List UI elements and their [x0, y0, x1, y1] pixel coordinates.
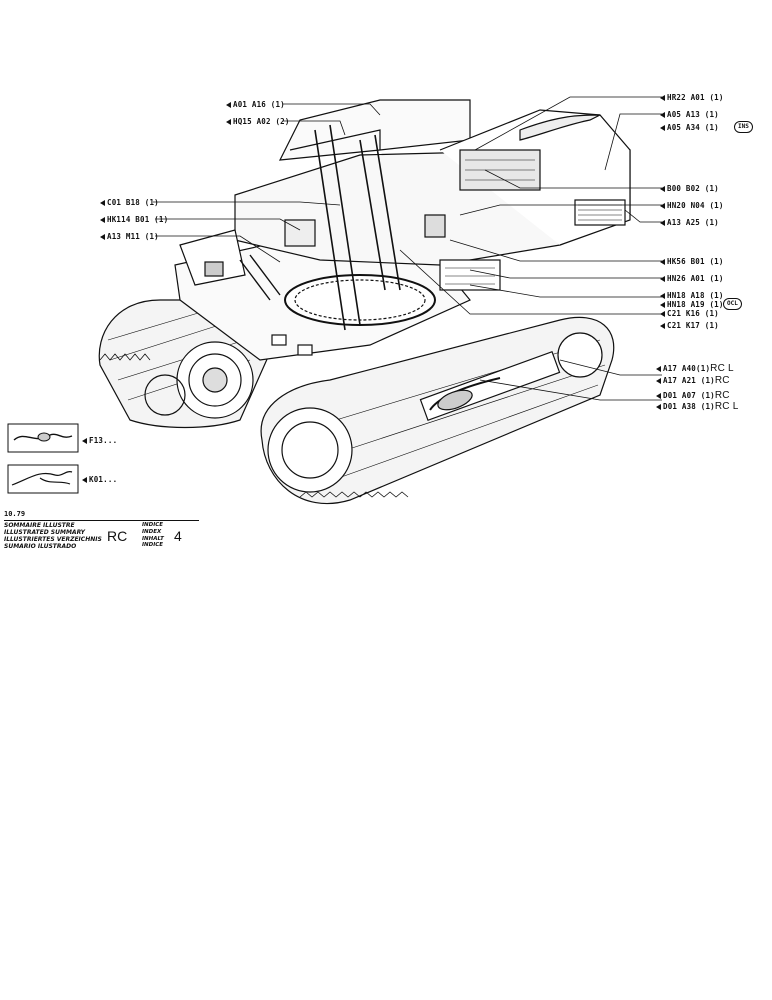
callout-hn18-a18[interactable]: HN18 A18 (1)	[660, 291, 724, 300]
summary-titles: SOMMAIRE ILLUSTRE ILLUSTRATED SUMMARY IL…	[4, 522, 102, 550]
ins-badge[interactable]: INS	[734, 121, 753, 133]
divider	[4, 520, 199, 521]
swing-ring	[284, 274, 436, 326]
pointer-icon	[660, 293, 665, 299]
pointer-icon	[660, 95, 665, 101]
callout-k01[interactable]: K01...	[82, 475, 117, 484]
callout-c01-b18[interactable]: C01 B18 (1)	[100, 198, 159, 207]
pointer-icon	[226, 119, 231, 125]
pointer-icon	[660, 311, 665, 317]
pointer-icon	[660, 125, 665, 131]
pointer-icon	[660, 220, 665, 226]
index-label: INHALT	[142, 535, 164, 542]
pointer-icon	[100, 200, 105, 206]
variant-tag: RC	[714, 390, 730, 401]
ocl-badge[interactable]: OCL	[723, 298, 742, 310]
pointer-icon	[660, 259, 665, 265]
callout-a13-m11[interactable]: A13 M11 (1)	[100, 232, 159, 241]
callout-hn18-a19[interactable]: HN18 A19 (1)	[660, 300, 724, 309]
callout-d01-a38[interactable]: D01 A38 (1)RC L	[656, 401, 739, 412]
pointer-icon	[660, 186, 665, 192]
callout-a05-a34[interactable]: A05 A34 (1)	[660, 123, 719, 132]
callout-hq15-a02[interactable]: HQ15 A02 (2)	[226, 117, 290, 126]
callout-hk114-b01[interactable]: HK114 B01 (1)	[100, 215, 168, 224]
index-label: INDICE	[142, 542, 164, 549]
pointer-icon	[660, 112, 665, 118]
callout-hn20-n04[interactable]: HN20 N04 (1)	[660, 201, 724, 210]
pointer-icon	[656, 366, 661, 372]
pointer-icon	[226, 102, 231, 108]
footer-title-block: 10.79 SOMMAIRE ILLUSTRE ILLUSTRATED SUMM…	[4, 510, 199, 550]
title-es: SUMARIO ILUSTRADO	[4, 543, 77, 550]
callout-a17-a21[interactable]: A17 A21 (1)RC	[656, 375, 730, 386]
revision-date: 10.79	[4, 510, 26, 518]
pointer-icon	[82, 438, 87, 444]
title-de: ILLUSTRIERTES VERZEICHNIS	[4, 536, 102, 543]
callout-c21-k16[interactable]: C21 K16 (1)	[660, 309, 719, 318]
title-fr: SOMMAIRE ILLUSTRE	[4, 522, 75, 529]
callout-a17-a40[interactable]: A17 A40(1)RC L	[656, 363, 734, 374]
pointer-icon	[656, 393, 661, 399]
pointer-icon	[660, 323, 665, 329]
variant-tag: RC L	[714, 401, 739, 412]
pointer-icon	[100, 234, 105, 240]
pointer-icon	[100, 217, 105, 223]
callout-hr22-a01[interactable]: HR22 A01 (1)	[660, 93, 724, 102]
callout-hn26-a01[interactable]: HN26 A01 (1)	[660, 274, 724, 283]
pointer-icon	[660, 302, 665, 308]
index-labels: INDICE INDEX INHALT INDICE	[142, 522, 164, 549]
thumb-k01	[7, 464, 79, 494]
callout-b00-b02[interactable]: B00 B02 (1)	[660, 184, 719, 193]
callout-hk56-b01[interactable]: HK56 B01 (1)	[660, 257, 724, 266]
callout-a01-a16[interactable]: A01 A16 (1)	[226, 100, 285, 109]
model-code: RC	[107, 528, 128, 544]
page-number: 4	[174, 528, 182, 544]
callout-d01-a07[interactable]: D01 A07 (1)RC	[656, 390, 730, 401]
index-label: INDICE	[142, 522, 164, 528]
index-label: INDEX	[142, 528, 162, 535]
pointer-icon	[82, 477, 87, 483]
callout-a05-a13[interactable]: A05 A13 (1)	[660, 110, 719, 119]
callout-f13[interactable]: F13...	[82, 436, 117, 445]
variant-tag: RC	[714, 375, 730, 386]
pointer-icon	[660, 276, 665, 282]
pointer-icon	[656, 378, 661, 384]
pointer-icon	[656, 404, 661, 410]
title-en: ILLUSTRATED SUMMARY	[4, 529, 85, 536]
variant-tag: RC L	[710, 363, 734, 374]
pointer-icon	[660, 203, 665, 209]
callout-c21-k17[interactable]: C21 K17 (1)	[660, 321, 719, 330]
callout-a13-a25[interactable]: A13 A25 (1)	[660, 218, 719, 227]
